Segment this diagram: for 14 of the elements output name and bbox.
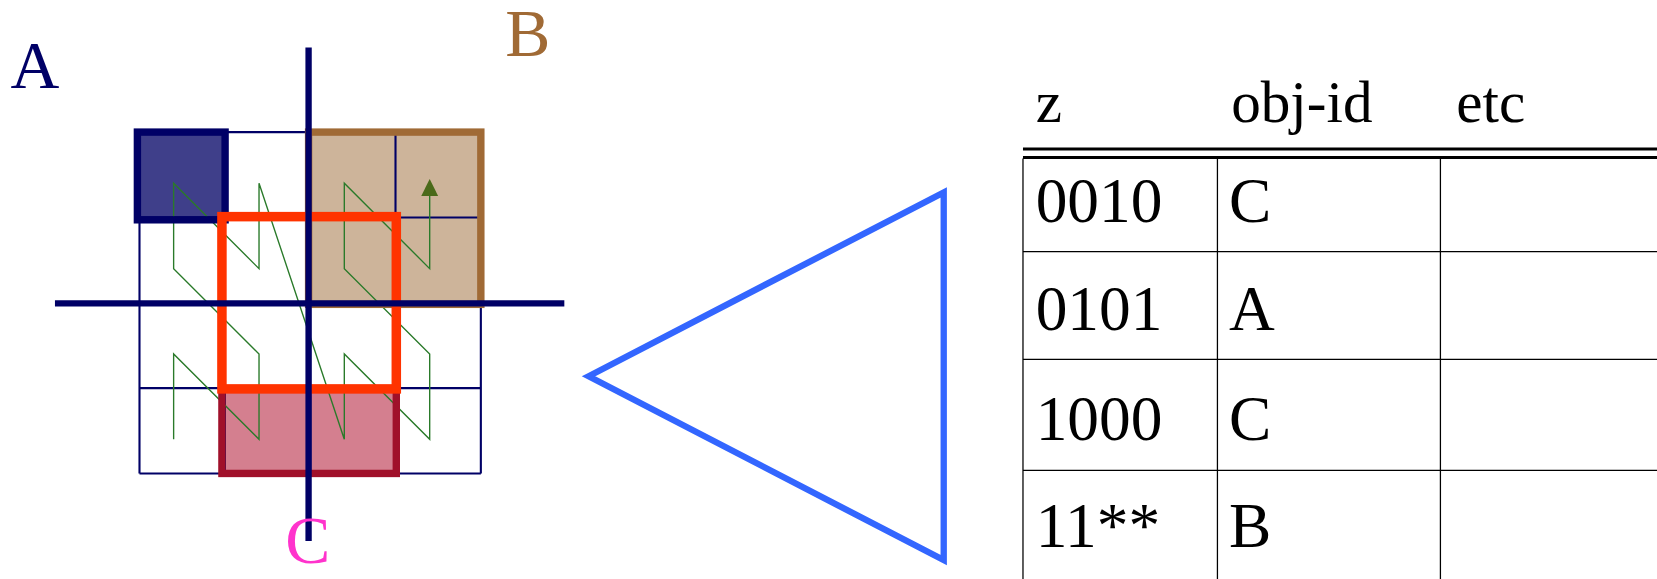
table-cell-text: A (1229, 276, 1275, 341)
table-cell-text: 0010 (1035, 169, 1163, 233)
column-header: z (1035, 71, 1062, 132)
region-label: A (10, 31, 60, 100)
region-label: B (505, 0, 551, 68)
column-header: etc (1456, 71, 1526, 132)
table-cell-text: B (1229, 494, 1272, 558)
table-cell-text: 11** (1035, 494, 1161, 558)
triangle-shape (581, 187, 947, 566)
region-label: C (285, 507, 331, 575)
table-cell-text: 0101 (1035, 276, 1163, 341)
table-cell-text: C (1229, 169, 1272, 233)
table-cell-text: C (1229, 386, 1272, 451)
table-cell-text: 1000 (1035, 386, 1163, 451)
